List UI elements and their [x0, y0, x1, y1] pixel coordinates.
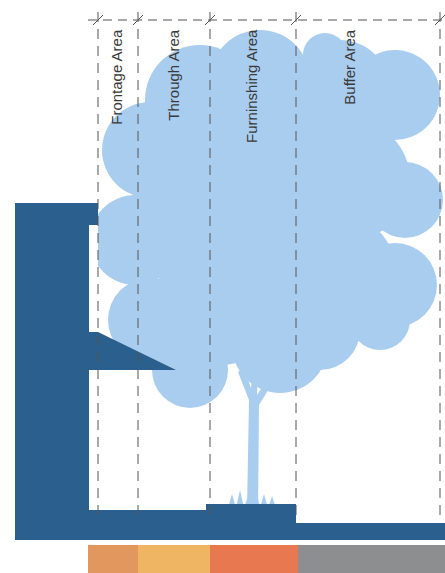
zone-label: Frontage Area: [110, 30, 127, 125]
tree: [90, 30, 443, 510]
zone-label: Through Area: [166, 30, 183, 121]
building: [15, 203, 445, 540]
facade-recess: [89, 225, 98, 332]
facade-recess: [89, 370, 98, 510]
zone-label: Furninshing Area: [245, 30, 262, 143]
zone-label: Buffer Area: [342, 30, 359, 105]
zone-bar: [88, 545, 445, 573]
dimension-lines: [88, 12, 445, 520]
